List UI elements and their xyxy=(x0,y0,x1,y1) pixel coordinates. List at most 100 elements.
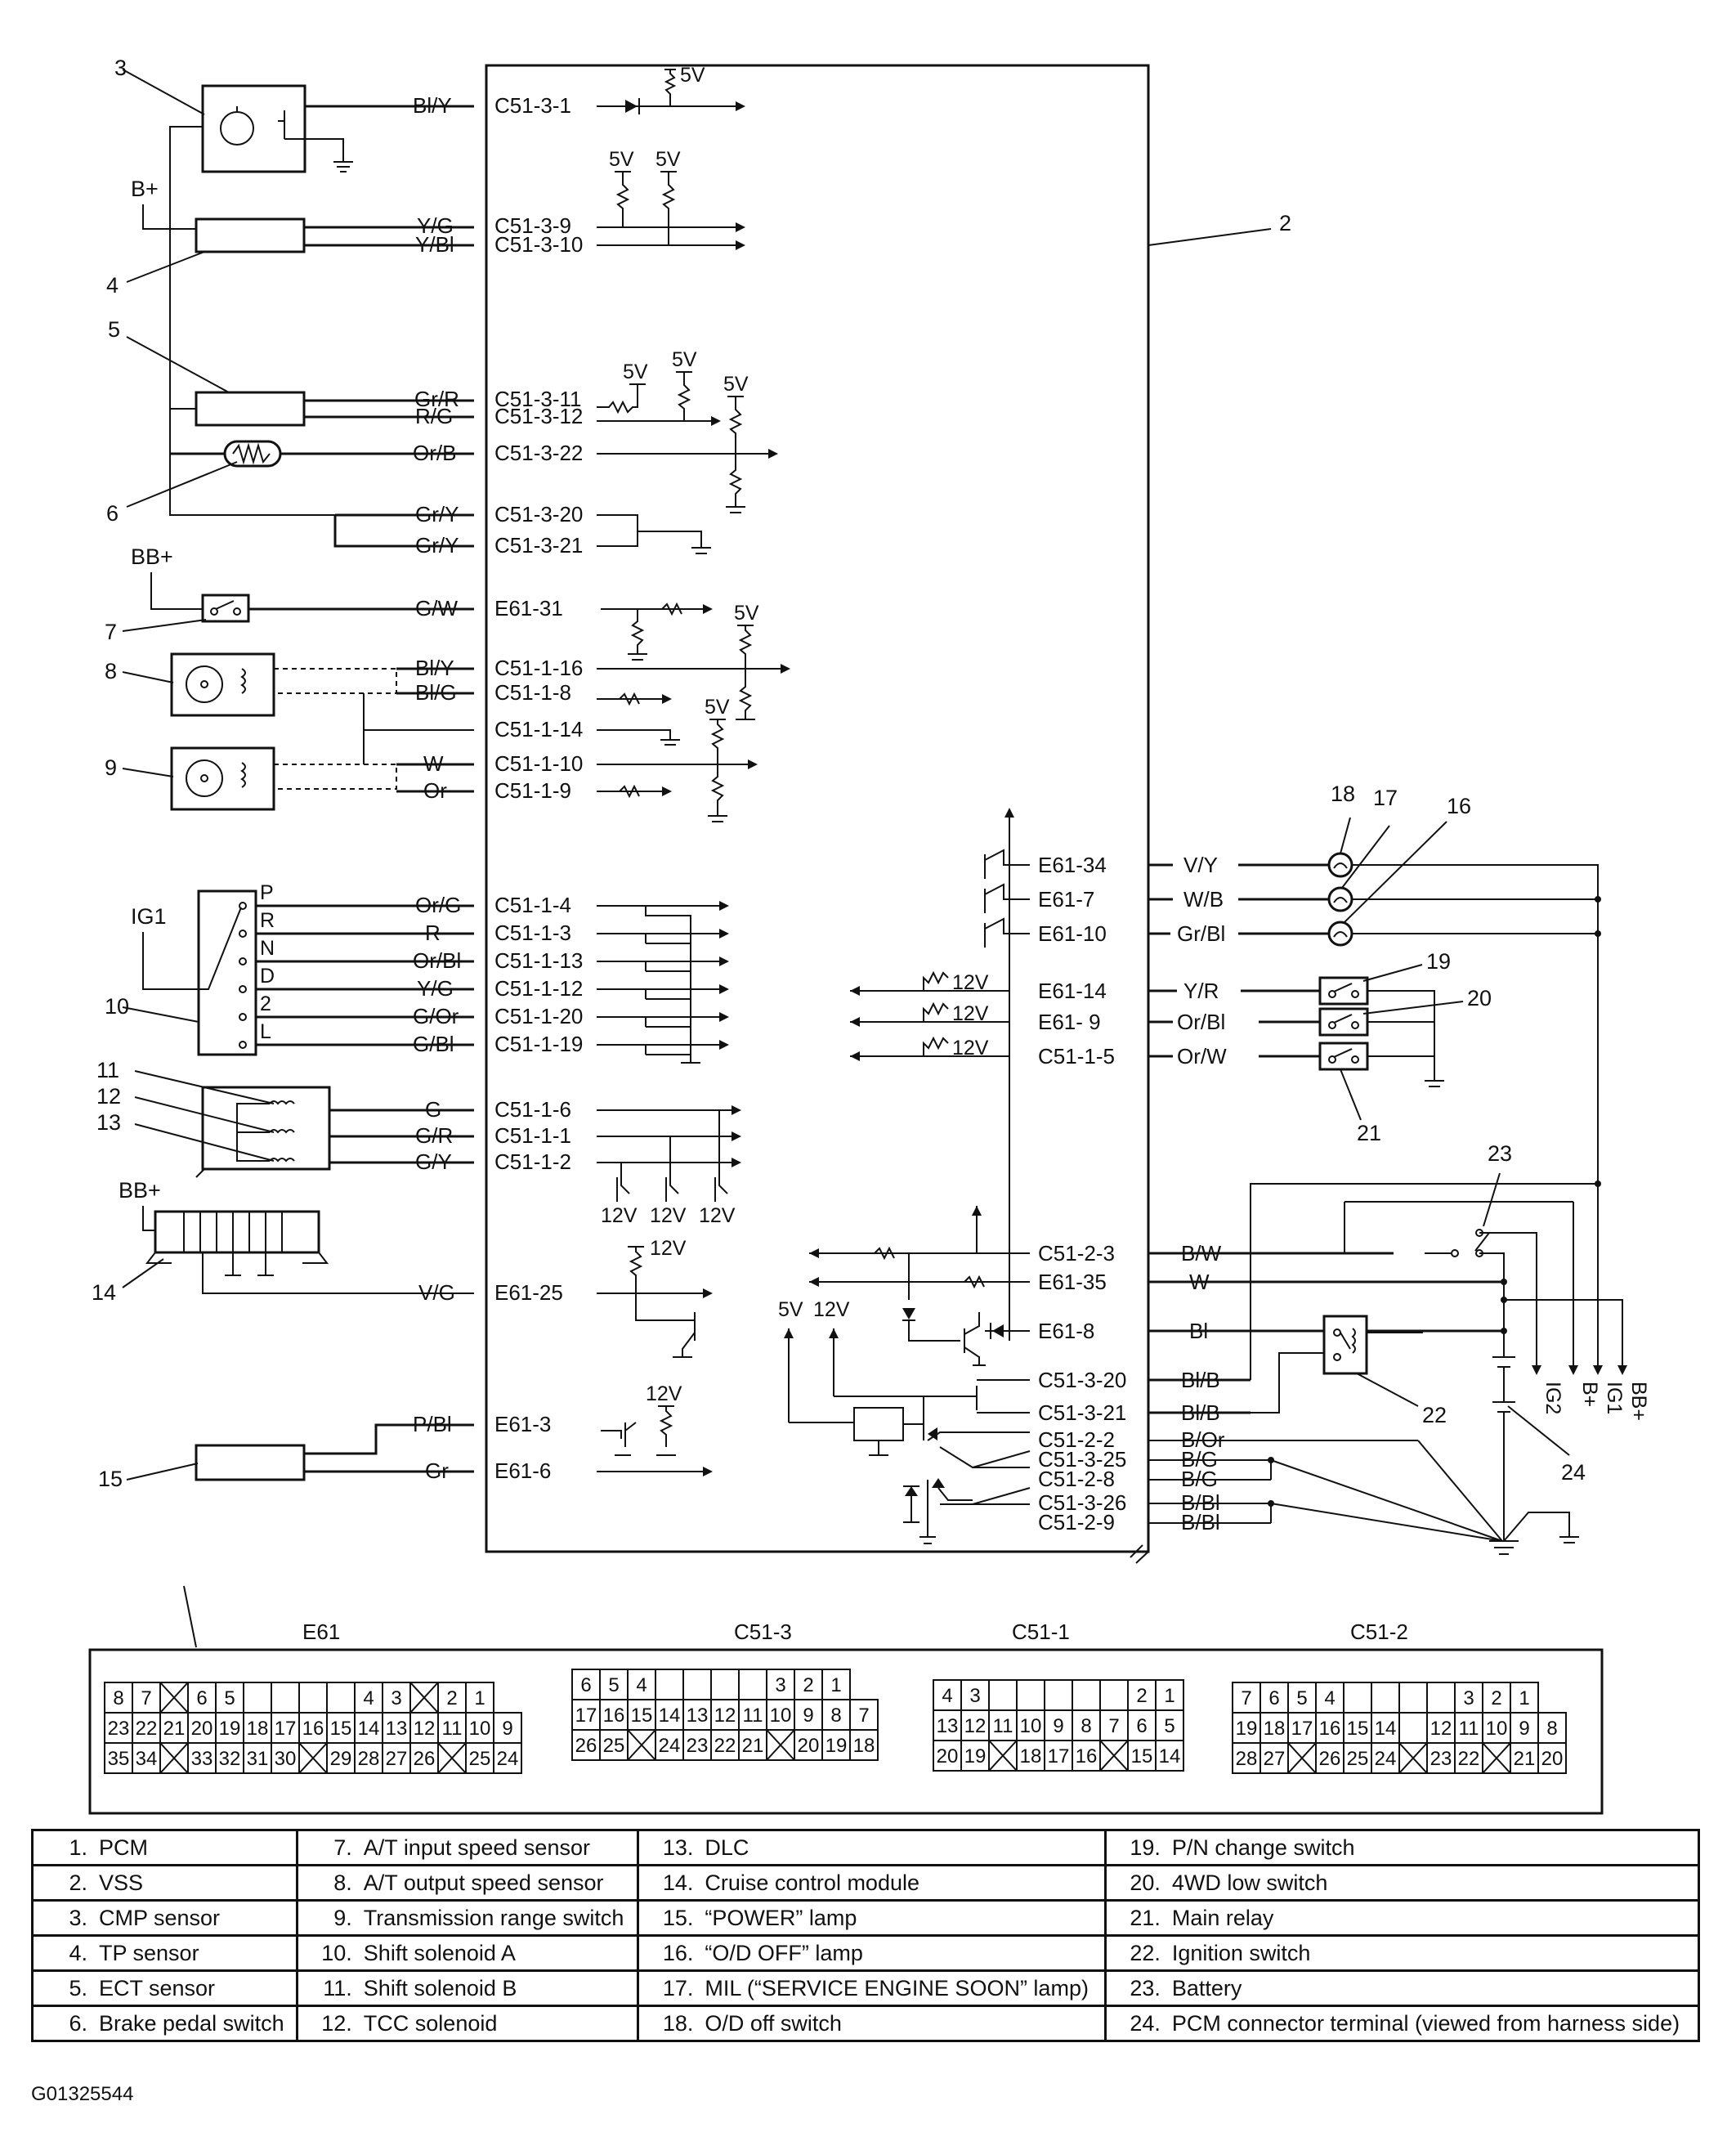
terminal-number: 16 xyxy=(1076,1745,1098,1767)
pin-c51-1-8: C51-1-8 xyxy=(494,680,571,705)
terminal-number: 17 xyxy=(575,1705,597,1727)
terminal-number: 6 xyxy=(1136,1715,1147,1737)
terminal-number: 25 xyxy=(1347,1748,1369,1770)
rpin-e61-35: E61-35 xyxy=(1038,1270,1107,1294)
conn-title-c51-3: C51-3 xyxy=(734,1620,792,1644)
terminal-number: 14 xyxy=(1159,1745,1181,1767)
legend-number: 15. xyxy=(662,1905,694,1930)
callout-od-switch: 19 xyxy=(1426,949,1451,974)
legend-label: Shift solenoid A xyxy=(363,1940,516,1965)
terminal-number: 5 xyxy=(608,1674,619,1696)
callout-input-speed: 8 xyxy=(105,659,117,683)
terminal-number: 2 xyxy=(803,1674,813,1696)
ig1-label-right: IG1 xyxy=(1603,1382,1626,1414)
terminal-number: 1 xyxy=(1519,1687,1529,1709)
legend-cell: 16.“O/D OFF” lamp xyxy=(637,1934,1107,1972)
terminal-cell xyxy=(738,1669,767,1700)
pin-c51-1-13: C51-1-13 xyxy=(494,948,583,973)
legend-label: PCM xyxy=(99,1835,148,1860)
wire-c51-3-9: Y/G xyxy=(417,213,454,238)
terminal-number: 23 xyxy=(687,1735,709,1757)
ig2-label: IG2 xyxy=(1541,1382,1564,1414)
legend-label: P/N change switch xyxy=(1171,1835,1355,1860)
legend-cell: 17.MIL (“SERVICE ENGINE SOON” lamp) xyxy=(637,1969,1107,2007)
terminal-number: 24 xyxy=(1375,1748,1397,1770)
pin-c51-3-21: C51-3-21 xyxy=(494,533,583,558)
legend-number: 19. xyxy=(1130,1835,1161,1860)
gear-p: P xyxy=(260,881,274,904)
v5-label-6: 5V xyxy=(723,373,749,396)
legend-cell: 19. P/N change switch xyxy=(1103,1829,1701,1866)
legend-cell: 21.Main relay xyxy=(1103,1899,1701,1937)
terminal-number: 11 xyxy=(743,1705,763,1727)
terminal-number: 19 xyxy=(1236,1718,1258,1740)
terminal-number: 20 xyxy=(937,1745,959,1767)
terminal-number: 10 xyxy=(1020,1715,1042,1737)
legend-number: 23. xyxy=(1130,1975,1161,2000)
v12-label-7: 12V xyxy=(952,1002,989,1025)
conn-title-e61: E61 xyxy=(302,1620,340,1644)
unused-terminal-mark xyxy=(988,1740,1018,1772)
rwire-gr-bl: Gr/Bl xyxy=(1177,921,1225,946)
terminal-number: 23 xyxy=(108,1718,130,1740)
gear-l: L xyxy=(260,1020,271,1043)
callout-battery: 24 xyxy=(1561,1460,1586,1485)
legend-label: PCM connector terminal (viewed from harn… xyxy=(1171,2010,1680,2036)
legend-cell: 1.PCM xyxy=(31,1829,298,1866)
vss-component: 3 xyxy=(114,56,474,173)
pcm-box xyxy=(485,64,1150,1553)
terminal-number: 16 xyxy=(603,1705,625,1727)
terminal-cell xyxy=(1016,1679,1045,1711)
pcm-internal-circuits: 5V 5V 5V 5V 5V 5V xyxy=(597,64,1031,1544)
rpin-e61-7: E61-7 xyxy=(1038,887,1094,912)
terminal-number: 15 xyxy=(1347,1718,1369,1740)
terminal-cell xyxy=(271,1682,300,1714)
terminal-cell xyxy=(682,1669,712,1700)
v5-label-9: 5V xyxy=(778,1298,803,1321)
terminal-number: 27 xyxy=(386,1748,408,1770)
bplus-label-right: B+ xyxy=(1578,1382,1601,1407)
gear-2: 2 xyxy=(260,992,271,1015)
pin-c51-1-20: C51-1-20 xyxy=(494,1004,583,1028)
terminal-number: 15 xyxy=(631,1705,653,1727)
terminal-number: 22 xyxy=(1458,1748,1480,1770)
gear-r: R xyxy=(260,909,275,932)
terminal-number: 24 xyxy=(497,1748,519,1770)
legend-label: Cruise control module xyxy=(705,1870,919,1895)
callout-dlc: 14 xyxy=(92,1280,116,1305)
terminal-number: 20 xyxy=(191,1718,213,1740)
terminal-number: 6 xyxy=(1268,1687,1279,1709)
rpin-c51-3-25: C51-3-25 xyxy=(1038,1447,1126,1472)
legend-label: Main relay xyxy=(1171,1905,1274,1930)
legend-cell: 2.VSS xyxy=(31,1864,298,1902)
terminal-cell xyxy=(1072,1679,1101,1711)
terminal-number: 14 xyxy=(358,1718,380,1740)
wire-e61-3: P/Bl xyxy=(413,1412,452,1436)
legend-cell: 24.PCM connector terminal (viewed from h… xyxy=(1103,2005,1701,2042)
cmp-sensor-component: 4 xyxy=(106,217,474,298)
wire-c51-3-11: Gr/R xyxy=(414,387,459,411)
unused-terminal-mark xyxy=(1099,1740,1129,1772)
v12-label-5: 12V xyxy=(646,1382,682,1405)
terminal-number: 26 xyxy=(575,1735,597,1757)
legend-cell: 9.Transmission range switch xyxy=(295,1899,640,1937)
wire-c51-1-1: G/R xyxy=(415,1123,453,1148)
rwire-w-b: W/B xyxy=(1183,887,1224,912)
wire-c51-3-20: Gr/Y xyxy=(415,502,459,526)
legend-number: 5. xyxy=(69,1975,87,2000)
legend-number: 20. xyxy=(1130,1870,1161,1895)
bplus-label: B+ xyxy=(131,177,159,201)
legend-label: “O/D OFF” lamp xyxy=(705,1940,863,1965)
terminal-cell xyxy=(1398,1712,1428,1744)
terminal-number: 4 xyxy=(942,1685,952,1707)
conn-title-c51-1: C51-1 xyxy=(1012,1620,1070,1644)
callout-output-speed: 9 xyxy=(105,755,117,780)
terminal-number: 8 xyxy=(830,1705,841,1727)
terminal-number: 5 xyxy=(224,1687,235,1709)
terminal-number: 35 xyxy=(108,1748,130,1770)
gear-d: D xyxy=(260,965,275,988)
pin-c51-1-19: C51-1-19 xyxy=(494,1032,583,1056)
